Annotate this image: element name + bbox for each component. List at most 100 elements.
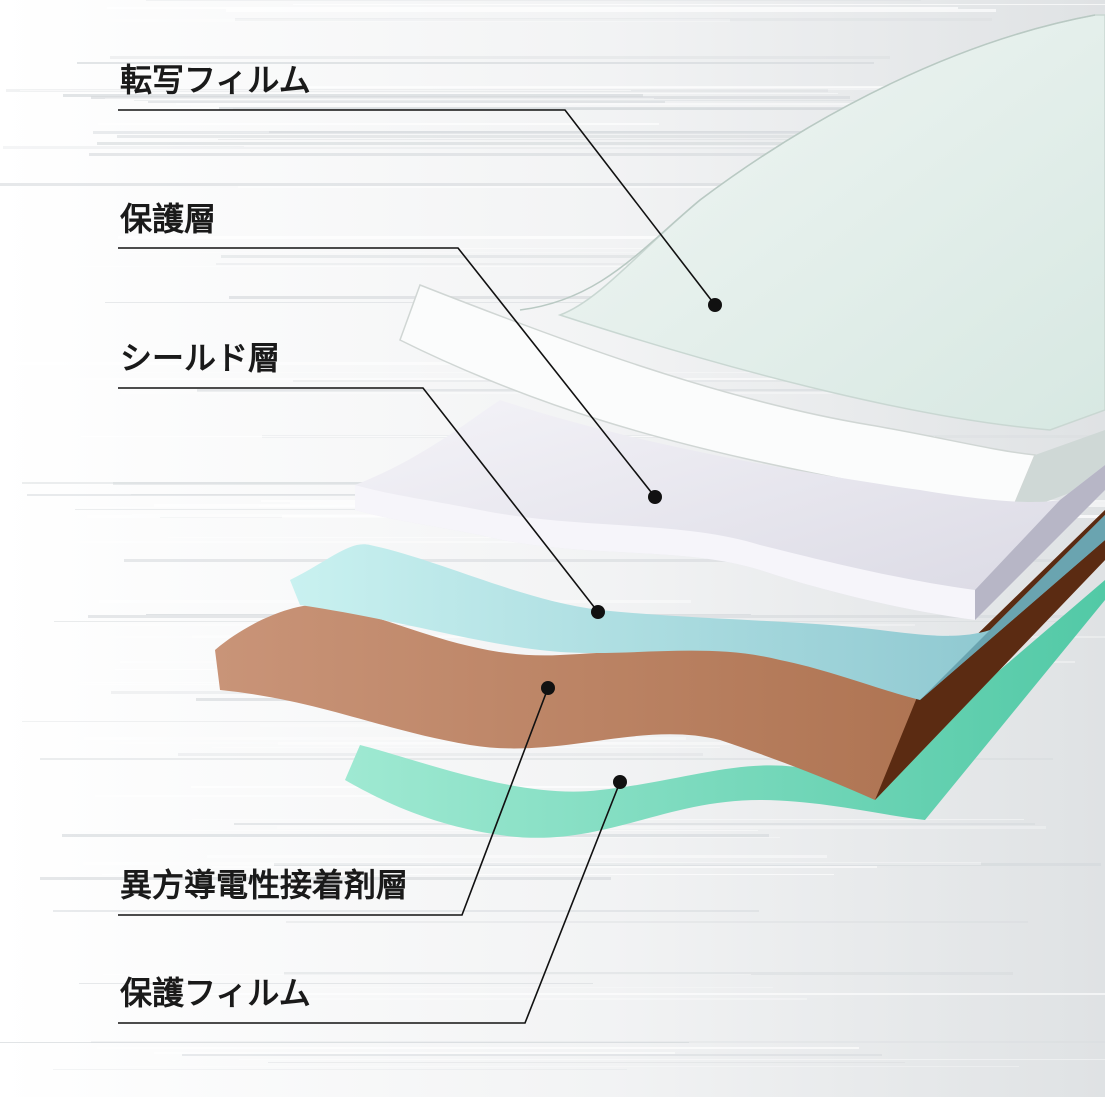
background-streak [102,874,834,875]
background-streak [293,4,1105,5]
background-streak [284,972,1013,975]
protective-layer-side [975,465,1105,620]
leader-line-protective-layer [118,247,656,498]
background-streak [53,1069,627,1070]
background-streak [15,541,682,543]
background-streak [293,380,1105,382]
background-streak [263,86,1105,88]
background-streak [168,537,737,538]
transfer-film-strip-side [1010,430,1105,515]
background-streak [77,62,874,64]
label-protective-film: 保護フィルム [120,974,311,1012]
background-streak [134,100,862,101]
background-streak [20,90,631,91]
background-streak [278,742,888,745]
background-streak [268,1062,905,1063]
background-streak [221,255,904,258]
background-streak [88,252,1062,253]
background-streak [84,737,686,740]
background-streak [176,103,872,105]
background-streak [154,1052,675,1054]
protective-layer-shape [355,400,1105,620]
leader-line-shield-layer [118,387,599,613]
background-streak [207,993,1105,995]
background-streak [110,56,890,59]
background-streak [274,863,1101,866]
transfer-film-edge [519,14,1096,311]
background-streak [117,135,1105,138]
marker-dots [541,298,722,789]
marker-dot-protective-layer [648,490,662,504]
background-streak [62,834,769,837]
background-streak [89,153,974,156]
background-streak [3,146,950,149]
leader-line-transfer-film [118,109,716,306]
background-streak [207,855,827,858]
background-streak [244,146,1105,147]
shield-layer-shape [290,515,1105,700]
background-streak [83,862,981,865]
background-streak [91,96,850,99]
protective-layer-front [355,485,975,620]
background-streak [24,1066,1019,1067]
background-streak [218,139,1105,140]
background-streak [286,921,1028,923]
background-streak [31,987,773,988]
background-streak [105,98,654,99]
leader-line-protective-film [118,781,621,1024]
background-streak [27,494,555,496]
background-streak [238,186,1081,188]
background-streak [54,19,730,22]
marker-dot-protective-film [613,775,627,789]
background-streak [269,131,1105,133]
background-streak [169,248,1035,249]
background-streak [0,1042,689,1043]
background-streak [148,101,665,103]
shield-layer-side [920,515,1105,700]
marker-dot-shield-layer [591,605,605,619]
background-streak [105,837,780,838]
background-streak [107,7,958,9]
background-streak [40,758,1053,760]
background-streak [50,742,670,744]
background-streak [49,266,638,267]
background-streak [48,93,838,94]
background-streak [20,830,758,831]
background-streak [8,362,544,365]
background-streak [40,877,611,880]
background-streak [98,123,659,125]
leader-line-adhesive-layer [118,687,549,916]
background-streak [53,910,759,912]
marker-dot-adhesive-layer [541,681,555,695]
background-streak [234,823,1035,825]
background-streak [97,1047,859,1049]
label-shield-layer: シールド層 [120,339,281,377]
background-streak [95,795,612,797]
protective-film-shape [345,580,1105,838]
background-streak [277,87,920,90]
marker-dot-transfer-film [708,298,722,312]
background-streak [235,18,992,21]
background-streak [239,1059,1105,1060]
background-streak [97,142,900,145]
leader-lines [118,109,716,1024]
adhesive-layer-shape [215,510,1105,800]
background-streak [178,753,703,756]
background-streak [226,9,996,12]
background-streak [191,105,1105,108]
background-streak [103,974,751,975]
background-streak [63,94,643,97]
background-streak [93,131,851,134]
background-streak [277,826,1046,829]
background-streak [118,236,1029,239]
label-adhesive-layer: 異方導電性接着剤層 [120,866,409,904]
background-streak [212,866,877,868]
background-streak [146,0,921,1]
label-protective-layer: 保護層 [120,200,217,238]
background-streak [124,559,1104,562]
background-streak [233,108,1105,110]
background-streak [182,1054,882,1056]
background-streak [159,998,807,1000]
